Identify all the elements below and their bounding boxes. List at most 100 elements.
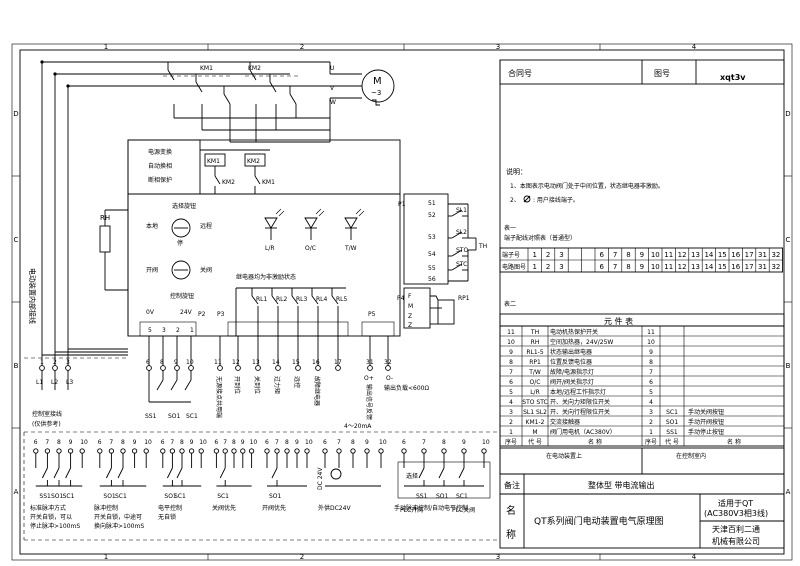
p1-term-53: 53 [428, 234, 436, 241]
relay-rl4: RL4 [316, 296, 328, 303]
scheme-term-number: 7 [223, 439, 227, 446]
drawing-no-value: xqt3v [720, 73, 746, 82]
part-code: RL1-5 [526, 349, 543, 356]
heater-symbol [99, 225, 111, 253]
switch-contact [53, 467, 60, 479]
term-6: 6 [146, 359, 150, 366]
part-code: TH [530, 329, 539, 336]
scheme-switch-label: SC1 [456, 493, 468, 500]
p1-term-56: 56 [428, 276, 436, 283]
p2-term-1: 1 [190, 327, 194, 334]
terminal-circle [213, 448, 220, 454]
part-name: 阀开/阀关指示灯 [550, 378, 594, 386]
part-name: 开、关向力矩限位开关 [550, 398, 610, 406]
scheme-caption: 手动脉冲控制/自动电平控制 [394, 504, 468, 512]
led-oc-label: O/C [305, 245, 316, 252]
table1-cell: 8 [626, 251, 630, 259]
select-knob-icon [171, 218, 191, 238]
relay-note: 继电器均为非激励状态 [236, 273, 296, 281]
table1-cell: 11 [664, 251, 673, 259]
scheme-term-number: 6 [98, 439, 102, 446]
part-name-2: 手动停止按钮 [688, 428, 724, 436]
drawing-no-label: 图号 [654, 69, 670, 78]
part-name: 故障/电源指示灯 [550, 368, 594, 376]
so1-label: SO1 [168, 413, 181, 420]
p4-letter-z1: Z [408, 313, 412, 320]
scheme-caption: 换向脉冲>100mS [94, 522, 144, 530]
scheme-term-number: 8 [351, 439, 355, 446]
switch-contact [458, 467, 465, 479]
part-no: 11 [507, 329, 515, 336]
scheme-term-number: 6 [402, 439, 406, 446]
part-code-2: SC1 [666, 409, 678, 416]
remark-value: 整体型 带电流输出 [588, 480, 655, 490]
switch-contact [105, 467, 112, 479]
scheme-caption: 开关自锁，中途可 [94, 513, 142, 521]
wiring-note-1: 控制室接线 [32, 410, 62, 418]
terminal-circle [304, 448, 310, 454]
table1-cell: 16 [731, 263, 740, 271]
terminal-symbol-icon [523, 195, 531, 203]
part-no-2: 3 [649, 409, 653, 416]
table1-cell: 13 [691, 263, 700, 271]
part-name-2: 手动关阀按钮 [688, 408, 724, 416]
motor-symbol [361, 69, 395, 103]
table1-cell: 6 [599, 263, 604, 271]
switch-contact [271, 467, 278, 479]
terminal-circle [240, 448, 246, 454]
row-label-d-right: D [785, 110, 790, 118]
terminal-circle [160, 448, 166, 454]
part-code: SL1 SL2 [523, 409, 547, 416]
part-no-2: 8 [649, 359, 653, 366]
scheme-term-number: 7 [45, 439, 49, 446]
sig-label-remote: 远控 [293, 376, 301, 388]
part-no: 6 [509, 379, 513, 386]
scheme-term-number: 10 [482, 439, 490, 446]
part-name: 电动机热保护开关 [550, 328, 598, 336]
part-no-2: 4 [649, 399, 653, 406]
terminal-circle [179, 448, 185, 454]
scheme-term-number: 10 [144, 439, 152, 446]
part-name: 本地/远程工作指示灯 [550, 388, 606, 396]
led-lr-label: L/R [265, 245, 275, 252]
potentiometer-symbol [437, 299, 455, 325]
table1-cell: 1 [532, 263, 536, 271]
cable-label-text: 电动装置内部接线 [28, 268, 37, 324]
sig-label-open: 开到位 [233, 376, 241, 394]
col-label-4-bottom: 4 [692, 553, 697, 561]
scheme-switch-label: SC1 [115, 493, 127, 500]
contract-label: 合同号 [508, 68, 532, 78]
part-code: STO STC [522, 399, 547, 406]
phase-w: W [330, 99, 336, 106]
out-minus: O- [386, 375, 393, 382]
table1-cell: 12 [678, 263, 687, 271]
scheme-term-number: 8 [57, 439, 61, 446]
table1-cell: 31 [758, 263, 767, 271]
phase-v: V [330, 85, 335, 92]
plc-close-label: PLC关阀 [452, 506, 475, 514]
part-no: 4 [509, 399, 513, 406]
p4-label: P4 [397, 295, 405, 302]
note-1: 1、本图表示电动阀门处于中间位置，状态继电器非激励。 [510, 182, 664, 190]
row-label-d: D [13, 110, 18, 118]
scheme-term-number: 6 [265, 439, 269, 446]
scheme-switch-label: SS1 [39, 493, 51, 500]
term-13: 13 [252, 359, 260, 366]
scheme-term-number: 9 [365, 439, 369, 446]
col-label-1: 1 [104, 43, 108, 51]
terminal-circle [378, 448, 384, 454]
switch-sl2: SL2 [456, 229, 467, 236]
terminal-circle [108, 448, 115, 454]
sig-label-torque: 过力矩 [273, 376, 281, 394]
motor-sub: ~3 [371, 89, 381, 97]
p4-letter-m: M [408, 303, 413, 310]
part-code-2: SS1 [666, 429, 678, 436]
switch-contact [65, 467, 72, 479]
part-no-2: 11 [647, 329, 655, 336]
side-left: 在电动装置上 [546, 452, 582, 460]
part-no: 1 [509, 429, 513, 436]
scheme-term-number: 9 [241, 439, 245, 446]
